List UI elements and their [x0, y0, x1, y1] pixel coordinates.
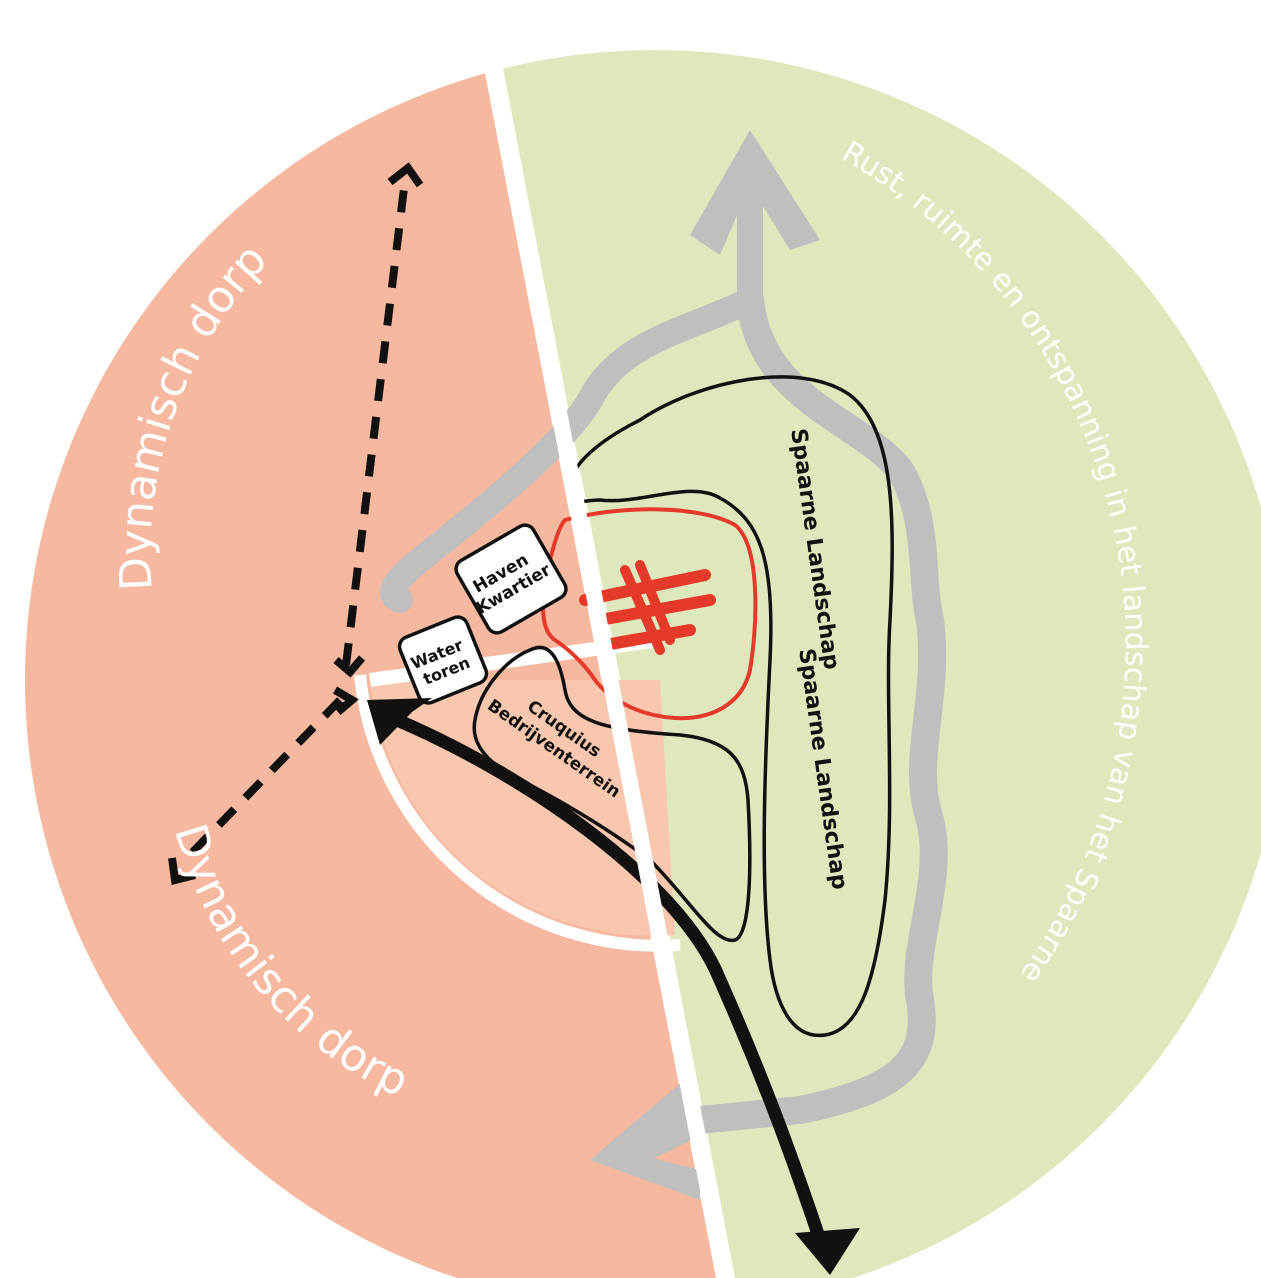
spaarne-outer-outline	[566, 375, 894, 1038]
black-main-route	[367, 698, 860, 1275]
gray-arrowheads	[590, 130, 820, 1200]
dashed-arrow-southwest-icon	[168, 857, 196, 885]
sector-divider	[472, 0, 733, 1278]
heemstede-logo-icon	[579, 560, 716, 655]
dashed-arrow-north-icon	[387, 162, 424, 188]
black-arrow-south-icon	[795, 1228, 860, 1275]
haven-outline	[454, 523, 568, 635]
black-arrow-north-icon	[367, 698, 432, 745]
dashed-arrowheads	[168, 162, 424, 885]
watertoren-outline	[397, 615, 489, 705]
dashed-routes	[182, 179, 409, 863]
gray-arrow-southwest-icon	[590, 1075, 700, 1200]
gray-arrow-north-icon	[690, 130, 820, 255]
spaarne-inner-outline	[472, 645, 752, 942]
dashed-arrow-center-icon	[333, 655, 366, 678]
dashed-arrow-east-icon	[332, 686, 359, 716]
zone-outlines	[397, 375, 894, 1038]
gray-landscape-route	[380, 182, 948, 1164]
